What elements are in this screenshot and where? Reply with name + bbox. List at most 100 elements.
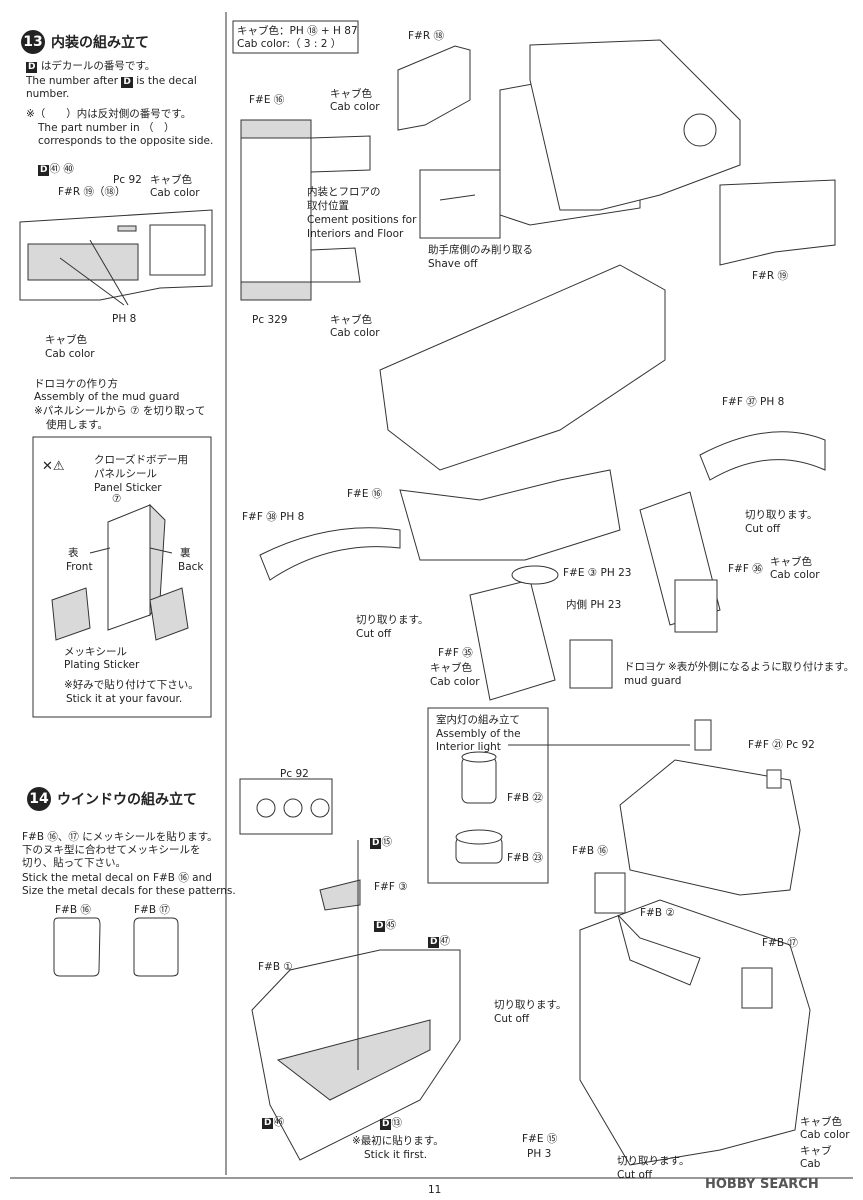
top-cab-color-en: Cab color [330, 101, 380, 113]
part-pc92-bottom: Pc 92 [280, 768, 309, 780]
decal-jp-text: はデカールの番号です。 [40, 60, 156, 72]
bottom-cab-color-en: Cab color [800, 1129, 850, 1141]
decal-badge-46: D [262, 1118, 274, 1129]
mudguard-title-en: Assembly of the mud guard [34, 391, 180, 403]
sticker-number-7: ⑦ [112, 493, 122, 505]
part-ff21-label: F#F ㉑ Pc 92 [748, 739, 815, 751]
decal-badge-13: D [380, 1119, 392, 1130]
part-ff38-label: F#F ㊳ PH 8 [242, 511, 305, 523]
part-ph8-label: PH 8 [112, 313, 137, 325]
decal-15-text: ⑮ [381, 836, 392, 848]
front-jp: 表 [68, 547, 79, 559]
shave-off-jp: 助手席側のみ削り取る [428, 244, 533, 256]
cab-color-ratio-jp: キャブ色：PH ⑱ + H 87 [237, 25, 358, 37]
decal-en1-text: The number after [26, 75, 119, 87]
part-ff36-label: F#F ㊱ [728, 563, 763, 575]
interior-light-jp: 室内灯の組み立て [436, 714, 520, 726]
decal-en2-text: is the decal [136, 75, 197, 87]
part-fe3-label: F#E ③ PH 23 [563, 567, 632, 579]
front-en: Front [66, 561, 93, 573]
cut-off-en-4: Cut off [617, 1169, 653, 1181]
cab-jp: キャブ [800, 1145, 832, 1157]
step14-note-en2: Size the metal decals for these patterns… [22, 885, 236, 897]
window-template-17 [133, 917, 179, 977]
mudguard-note-2: 使用します。 [46, 419, 108, 431]
decal-note-en1: The number after D is the decal [26, 75, 197, 88]
top-cab-color-jp-2: キャブ色 [330, 314, 372, 326]
part-fb1-label: F#B ① [258, 961, 293, 973]
template-label-16: F#B ⑯ [55, 904, 91, 916]
watermark-logo: HOBBY SEARCH [705, 1177, 819, 1192]
part-fr18-label: F#R ⑱ [408, 30, 444, 42]
part-ff3-label: F#F ③ [374, 881, 408, 893]
cab-color-ratio-en: Cab color:（ 3 : 2 ） [237, 38, 342, 50]
shave-off-en: Shave off [428, 258, 478, 270]
mid-cab-color-en: Cab color [770, 569, 820, 581]
cab-color-jp-2: キャブ色 [45, 334, 87, 346]
inner-side-label: 内側 PH 23 [566, 599, 622, 611]
top-cab-color-jp: キャブ色 [330, 88, 372, 100]
decal-note-jp: D はデカールの番号です。 [26, 60, 155, 73]
part-fr19-label: F#R ⑲（⑱） [58, 186, 126, 198]
decal-badge: D [26, 62, 38, 73]
step-14-badge: 14 [27, 787, 51, 811]
step-14-title: ウインドウの組み立て [57, 792, 197, 808]
step14-note-jp2: 下のヌキ型に合わせてメッキシールを [22, 844, 201, 856]
opposite-note-en2: corresponds to the opposite side. [38, 135, 214, 147]
favour-en: Stick it at your favour. [66, 693, 183, 705]
part-fe15-label: F#E ⑮ [522, 1133, 558, 1145]
part-fr19-top: F#R ⑲ [752, 270, 788, 282]
cab-color-en-2: Cab color [45, 348, 95, 360]
plating-sticker-jp: メッキシール [64, 646, 127, 658]
decal-note-en3: number. [26, 88, 70, 100]
part-pc329-label: Pc 329 [252, 314, 288, 326]
window-template-16 [53, 917, 101, 977]
part-ff37-label: F#F ㊲ PH 8 [722, 396, 785, 408]
part-ff35-label: F#F ㉟ [438, 647, 473, 659]
interior-light-en1: Assembly of the [436, 728, 521, 740]
part-fb2-label: F#B ② [640, 907, 675, 919]
mid-cab-color-en-2: Cab color [430, 676, 480, 688]
window-tray-drawing [239, 778, 461, 1161]
decal-badge-47: D [428, 937, 440, 948]
door-panel-drawing [19, 209, 213, 306]
top-cab-color-en-2: Cab color [330, 327, 380, 339]
cement-en1: Cement positions for [307, 214, 417, 226]
favour-jp: ※好みで貼り付けて下さい。 [64, 679, 199, 691]
back-jp: 裏 [180, 547, 191, 559]
decal-47-text: ㊼ [439, 935, 450, 947]
part-fb23-label: F#B ㉓ [507, 852, 543, 864]
part-pc92-label: Pc 92 [113, 174, 142, 186]
stick-first-en: Stick it first. [364, 1149, 428, 1161]
interior-light-drawing [455, 744, 690, 864]
part-ph3-label: PH 3 [527, 1148, 552, 1160]
decal-badge-3: D [38, 165, 50, 176]
decal-13-text: ⑬ [391, 1117, 402, 1129]
cement-en2: Interiors and Floor [307, 228, 404, 240]
panel-sticker-jp-2: パネルシール [94, 468, 157, 480]
step-13-badge: 13 [21, 30, 45, 54]
step14-note-jp3: 切り、貼って下さい。 [22, 857, 127, 869]
step-13-title: 内装の組み立て [51, 35, 149, 51]
cut-off-en: Cut off [745, 523, 781, 535]
cement-jp2: 取付位置 [307, 200, 349, 212]
cut-off-en-3: Cut off [494, 1013, 530, 1025]
cement-jp1: 内装とフロアの [307, 186, 381, 198]
interior-light-en2: Interior light [436, 741, 501, 753]
cut-off-jp-3: 切り取ります。 [494, 999, 567, 1011]
mudguard-title-jp: ドロヨケの作り方 [34, 378, 118, 390]
cut-off-jp-2: 切り取ります。 [356, 614, 429, 626]
cut-off-jp: 切り取ります。 [745, 509, 818, 521]
floor-chassis-drawing [259, 264, 826, 701]
opposite-note-jp: ※（ ）内は反対側の番号です。 [26, 108, 192, 120]
decal-badge-15: D [370, 838, 382, 849]
decal-badge-2: D [121, 77, 133, 88]
plating-sticker-en: Plating Sticker [64, 659, 140, 671]
step14-note-jp1: F#B ⑯、⑰ にメッキシールを貼ります。 [22, 831, 218, 843]
mudguard-note-1: ※パネルシールから ⑦ を切り取って [34, 405, 206, 417]
